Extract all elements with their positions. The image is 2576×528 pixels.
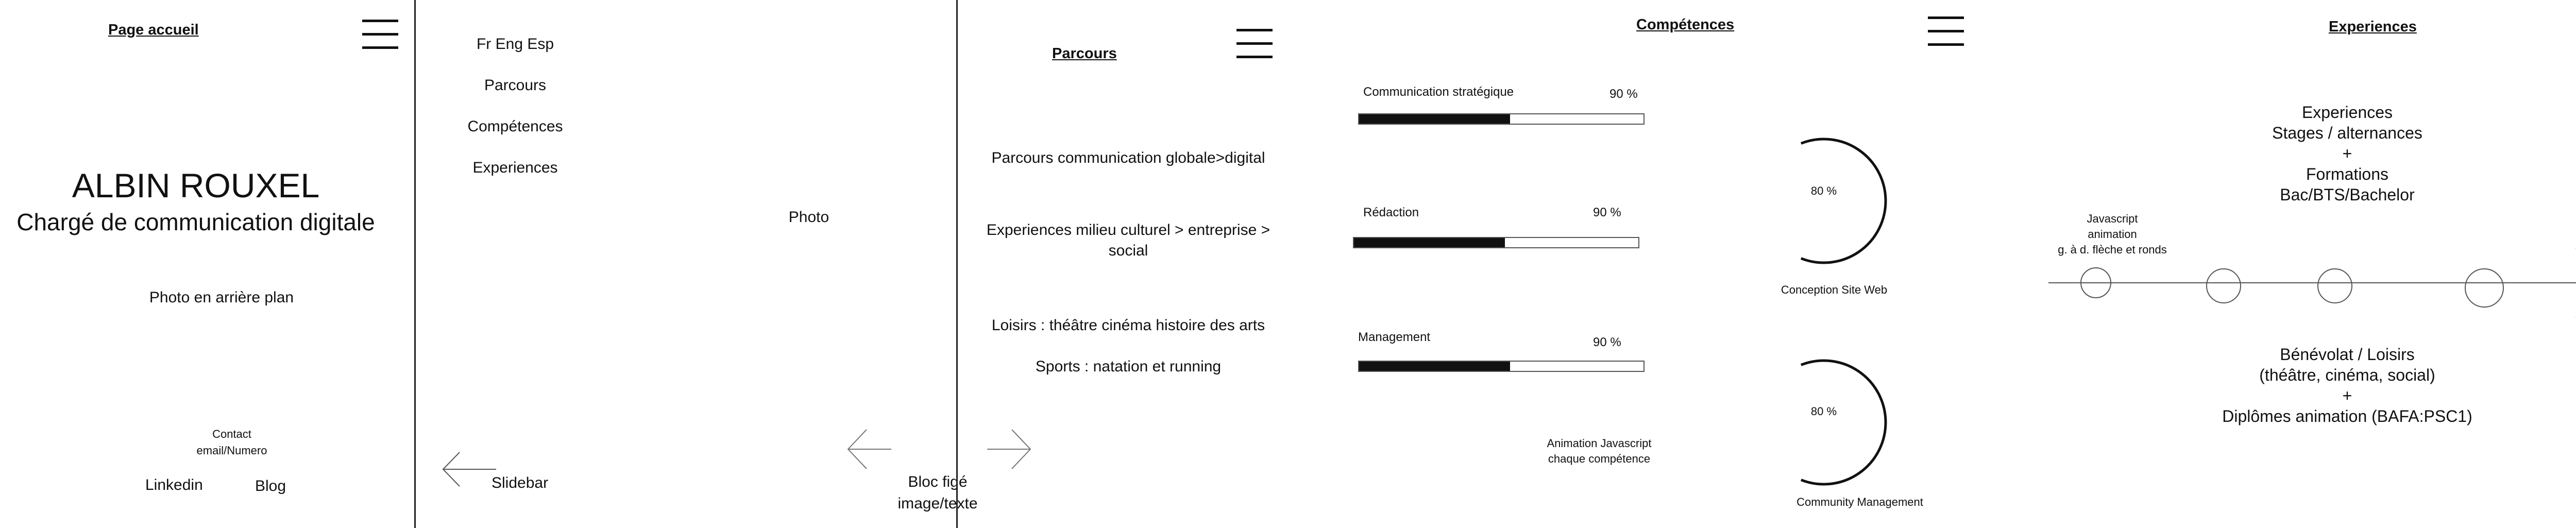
ring-percent: 80 % xyxy=(1810,184,1837,197)
contact-details[interactable]: email/Numero xyxy=(196,444,267,457)
fixed-block-sublabel: image/texte xyxy=(897,495,978,512)
linkedin-link[interactable]: Linkedin xyxy=(145,476,203,493)
progress-ring-web xyxy=(1800,138,1887,264)
menu-burger-icon[interactable] xyxy=(362,20,398,50)
menu-item-competences[interactable]: Compétences xyxy=(467,118,563,135)
volunteering-line: Diplômes animation (BAFA:PSC1) xyxy=(2222,407,2472,425)
menu-item-experiences[interactable]: Experiences xyxy=(472,159,558,176)
skill-percent: 90 % xyxy=(1609,87,1638,101)
page-title-competences: Compétences xyxy=(1636,16,1735,33)
language-switch[interactable]: Fr Eng Esp xyxy=(476,36,554,53)
animation-note-line2: chaque compétence xyxy=(1548,452,1651,465)
experiences-plus: + xyxy=(2342,144,2352,163)
skill-bar xyxy=(1353,237,1639,248)
parcours-item: Experiences milieu culturel > entreprise… xyxy=(986,222,1270,239)
menu-item-parcours[interactable]: Parcours xyxy=(484,77,547,94)
skill-label: Management xyxy=(1358,330,1431,344)
page-title-experiences: Experiences xyxy=(2329,19,2417,35)
skill-bar xyxy=(1358,113,1645,125)
timeline-dot xyxy=(2080,267,2111,298)
ring-percent: 80 % xyxy=(1810,405,1837,418)
menu-burger-icon[interactable] xyxy=(1928,16,1964,47)
prev-arrow-icon[interactable] xyxy=(847,429,893,470)
experiences-line: Formations xyxy=(2306,165,2389,183)
skill-label: Rédaction xyxy=(1363,206,1419,219)
timeline-note: Javascript xyxy=(2087,212,2138,225)
slidebar-label: Slidebar xyxy=(492,474,549,491)
page-title-accueil: Page accueil xyxy=(108,22,199,38)
volunteering-plus: + xyxy=(2342,386,2352,405)
ring-label: Conception Site Web xyxy=(1781,283,1888,296)
parcours-item-continuation: social xyxy=(1108,242,1148,259)
parcours-item: Parcours communication globale>digital xyxy=(991,149,1265,166)
skill-bar-fill xyxy=(1359,114,1510,124)
skill-bar xyxy=(1358,361,1645,372)
skill-label: Communication stratégique xyxy=(1363,85,1514,99)
timeline-note: animation xyxy=(2088,228,2137,241)
blog-link[interactable]: Blog xyxy=(255,478,286,495)
experiences-line: Bac/BTS/Bachelor xyxy=(2280,185,2415,204)
contact-label[interactable]: Contact xyxy=(212,428,251,440)
parcours-item: Sports : natation et running xyxy=(1035,358,1222,375)
hero-name: ALBIN ROUXEL xyxy=(72,166,320,205)
experiences-line: Stages / alternances xyxy=(2272,124,2422,142)
parcours-item: Loisirs : théâtre cinéma histoire des ar… xyxy=(991,317,1265,334)
animation-note: Animation Javascript xyxy=(1547,437,1652,450)
menu-burger-icon[interactable] xyxy=(1236,29,1273,60)
timeline-note: g. à d. flèche et ronds xyxy=(2058,243,2167,256)
timeline-dot xyxy=(2465,268,2504,308)
skill-bar-fill xyxy=(1354,238,1505,247)
skill-bar-fill xyxy=(1359,362,1510,371)
experiences-heading: Experiences xyxy=(2301,103,2393,122)
background-photo-note: Photo en arrière plan xyxy=(149,289,294,306)
panel-divider xyxy=(414,0,416,528)
next-arrow-icon[interactable] xyxy=(986,429,1032,470)
photo-placeholder: Photo xyxy=(788,209,829,226)
skill-percent: 90 % xyxy=(1593,206,1621,219)
ring-label: Community Management xyxy=(1797,496,1923,508)
volunteering-heading: Bénévolat / Loisirs xyxy=(2280,345,2415,364)
fixed-block-label: Bloc figé xyxy=(908,473,968,490)
progress-ring-community xyxy=(1800,359,1887,486)
panel-divider xyxy=(956,0,958,528)
timeline-dot xyxy=(2317,268,2352,303)
volunteering-line: (théâtre, cinéma, social) xyxy=(2259,366,2435,384)
timeline-dot xyxy=(2206,268,2241,303)
skill-percent: 90 % xyxy=(1593,335,1621,349)
page-title-parcours: Parcours xyxy=(1052,45,1117,62)
hero-role: Chargé de communication digitale xyxy=(16,209,375,235)
arrow-left-icon[interactable] xyxy=(442,451,499,487)
timeline xyxy=(2048,248,2576,317)
